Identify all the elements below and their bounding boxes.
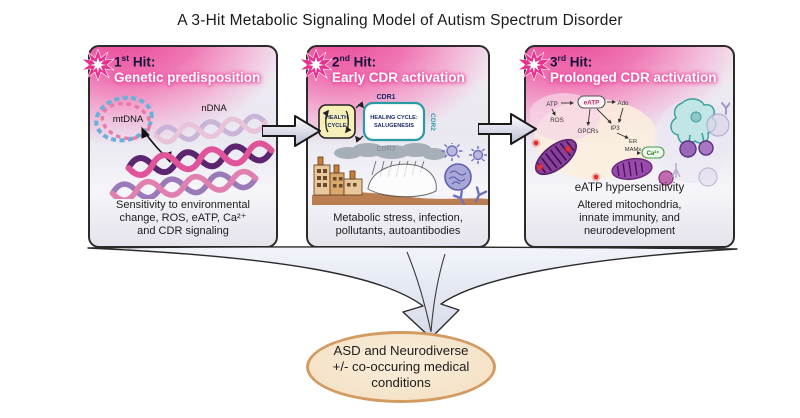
- hit-subtitle: Genetic predisposition: [114, 69, 261, 85]
- factory-icon: [313, 156, 363, 196]
- starburst-icon: [518, 49, 550, 81]
- signaling-illustration: ATP ROS eATP Ado GPCRs IP3 ER MAMs Ca²⁺: [530, 93, 730, 187]
- starburst-icon: [82, 49, 114, 81]
- microglia-icon: [670, 98, 717, 158]
- dna-helix-lower: [109, 168, 259, 199]
- dna-helix-main: [125, 140, 275, 178]
- hit-number: 3rd Hit:: [550, 53, 593, 70]
- health-cycle-box: [318, 104, 356, 139]
- eatp-box: [577, 95, 606, 109]
- panel2-header: 2nd Hit: Early CDR activation: [332, 53, 465, 85]
- ip3-label: IP3: [610, 125, 620, 132]
- healing-cycle-label: HEALING CYCLE:: [370, 115, 418, 121]
- dna-illustration: mtDNA nDNA: [94, 95, 275, 199]
- neurite-icon: [671, 163, 681, 178]
- gpcrs-label: GPCRs: [578, 128, 599, 135]
- hit-subtitle: Early CDR activation: [332, 69, 465, 85]
- panel1-header: 1st Hit: Genetic predisposition: [114, 53, 261, 85]
- signal-arrows: [551, 99, 642, 156]
- large-virus-icon: [444, 163, 472, 191]
- panel-third-hit: 3rd Hit: Prolonged CDR activation ATP RO…: [518, 45, 735, 248]
- right-arrow-icon: [478, 113, 537, 145]
- virus-icon: [441, 143, 487, 191]
- cdr2-label: CDR2: [429, 113, 436, 131]
- mtdna-label: mtDNA: [113, 114, 144, 125]
- starburst-icon: [300, 49, 332, 81]
- health-cycle-label: HEALTH: [326, 115, 348, 121]
- mams-label: MAMs: [625, 147, 642, 153]
- calcium-box: [641, 146, 665, 159]
- smoke-cloud-icon: [334, 143, 446, 160]
- cdr1-label: CDR1: [376, 94, 395, 101]
- er-label: ER: [629, 139, 637, 145]
- panel-first-hit: 1st Hit: Genetic predisposition mtDNA nD…: [82, 45, 278, 248]
- eatp-particles: [531, 138, 601, 182]
- hit-number: 1st Hit:: [114, 53, 156, 70]
- svg-text:SALUGENESIS: SALUGENESIS: [374, 123, 414, 129]
- panel-caption: Metabolic stress, infection, pollutants,…: [333, 212, 463, 238]
- caption-eatp: eATP hypersensitivity: [574, 181, 685, 194]
- healing-cycle-box: [362, 101, 426, 142]
- eatp-label: eATP: [584, 100, 601, 107]
- small-mitochondrion-icon: [658, 170, 674, 186]
- right-arrow-icon: [262, 115, 321, 147]
- ado-label: Ado: [617, 100, 629, 107]
- mtdna-circle-icon: [94, 95, 154, 143]
- dome-shape: [367, 163, 437, 198]
- converging-arrow-icon: [87, 246, 738, 339]
- ros-label: ROS: [550, 117, 563, 124]
- ndna-label: nDNA: [201, 103, 227, 114]
- calcium-label: Ca²⁺: [647, 150, 660, 157]
- hit-number: 2nd Hit:: [332, 53, 377, 70]
- antibody-icon: [721, 102, 730, 115]
- dna-helix-faded: [153, 113, 268, 145]
- cdr-cycle-diagram: CDR1 HEALTH CYCLE HEALING CYCLE: SALUGEN…: [318, 94, 436, 153]
- panel-caption: eATP hypersensitivity Altered mitochondr…: [530, 182, 729, 238]
- antibody-icon: [452, 186, 488, 205]
- atp-label: ATP: [546, 101, 558, 108]
- panel-second-hit: 2nd Hit: Early CDR activation CDR1 HEALT…: [300, 45, 490, 248]
- cycle-arrows-icon: [322, 101, 365, 143]
- panel-caption: Sensitivity to environmental change, ROS…: [116, 199, 250, 238]
- outcome-oval: ASD and Neurodiverse +/- co-occuring med…: [306, 331, 496, 403]
- figure-title: A 3-Hit Metabolic Signaling Model of Aut…: [177, 12, 623, 29]
- panel3-header: 3rd Hit: Prolonged CDR activation: [550, 53, 717, 85]
- mitochondrion-icon: [611, 157, 653, 181]
- faded-cells: [671, 102, 730, 187]
- pollution-infection-illustration: [312, 143, 488, 205]
- hit-subtitle: Prolonged CDR activation: [550, 69, 717, 85]
- svg-text:CYCLE: CYCLE: [328, 123, 347, 129]
